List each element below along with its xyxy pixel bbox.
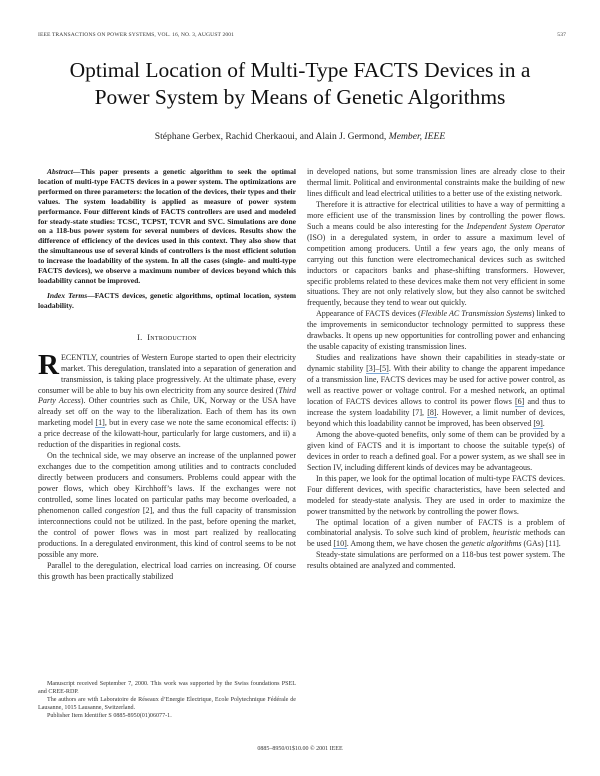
paper-title: Optimal Location of Multi-Type FACTS Dev… — [20, 57, 580, 111]
footnote-affiliation: The authors are with Laboratoire de Rése… — [38, 697, 296, 712]
index-terms: Index Terms—FACTS devices, genetic algor… — [38, 291, 296, 311]
page-number: 537 — [557, 32, 566, 38]
citation-link[interactable]: [3]–[5] — [366, 364, 389, 375]
intro-paragraph-9: The optimal location of a given number o… — [307, 517, 565, 550]
copyright-line: 0885–8950/01$10.00 © 2001 IEEE — [257, 746, 343, 752]
right-column: in developed nations, but some transmiss… — [307, 167, 565, 572]
abstract-label: Abstract — [47, 167, 73, 176]
left-column: Abstract—This paper presents a genetic a… — [38, 167, 296, 583]
footnote-received: Manuscript received September 7, 2000. T… — [38, 681, 296, 696]
citation-link[interactable]: [6] — [514, 397, 525, 408]
citation-link[interactable]: [1] — [95, 418, 105, 429]
intro-paragraph-5: Appearance of FACTS devices (Flexible AC… — [307, 309, 565, 352]
title-line-2: Power System by Means of Genetic Algorit… — [94, 85, 506, 109]
index-terms-text: —FACTS devices, genetic algorithms, opti… — [38, 290, 296, 310]
footnote-pii: Publisher Item Identifier S 0885-8950(01… — [47, 713, 172, 720]
citation-link[interactable]: [9] — [533, 418, 543, 429]
intro-paragraph-8: In this paper, we look for the optimal l… — [307, 473, 565, 516]
abstract-text: —This paper presents a genetic algorithm… — [38, 167, 296, 285]
section-title: Introduction — [147, 332, 197, 342]
drop-cap: R — [38, 348, 59, 381]
running-head: IEEE TRANSACTIONS ON POWER SYSTEMS, VOL.… — [38, 32, 566, 38]
abstract: Abstract—This paper presents a genetic a… — [38, 167, 296, 286]
footnotes: Manuscript received September 7, 2000. T… — [38, 680, 296, 720]
intro-paragraph-4: Therefore it is attractive for electrica… — [307, 199, 565, 308]
intro-paragraph-7: Among the above-quoted benefits, only so… — [307, 429, 565, 472]
author-membership: Member, IEEE — [388, 131, 446, 142]
intro-paragraph-10: Steady-state simulations are performed o… — [307, 550, 565, 571]
citation-link[interactable]: [10] — [333, 539, 347, 550]
intro-paragraph-6: Studies and realizations have shown thei… — [307, 353, 566, 429]
author-list: Stéphane Gerbex, Rachid Cherkaoui, and A… — [20, 131, 580, 142]
intro-paragraph-continued: in developed nations, but some transmiss… — [307, 167, 565, 198]
section-number: I. — [137, 332, 143, 342]
title-line-1: Optimal Location of Multi-Type FACTS Dev… — [69, 58, 531, 82]
intro-paragraph-2: On the technical side, we may observe an… — [38, 451, 296, 559]
index-terms-label: Index Terms — [47, 290, 88, 300]
author-names: Stéphane Gerbex, Rachid Cherkaoui, and A… — [154, 131, 389, 142]
journal-name: IEEE TRANSACTIONS ON POWER SYSTEMS, VOL.… — [38, 32, 235, 38]
intro-paragraph-3: Parallel to the deregulation, electrical… — [38, 560, 296, 581]
citation-link[interactable]: [8] — [427, 407, 437, 418]
section-heading-introduction: I. Introduction — [38, 333, 296, 344]
